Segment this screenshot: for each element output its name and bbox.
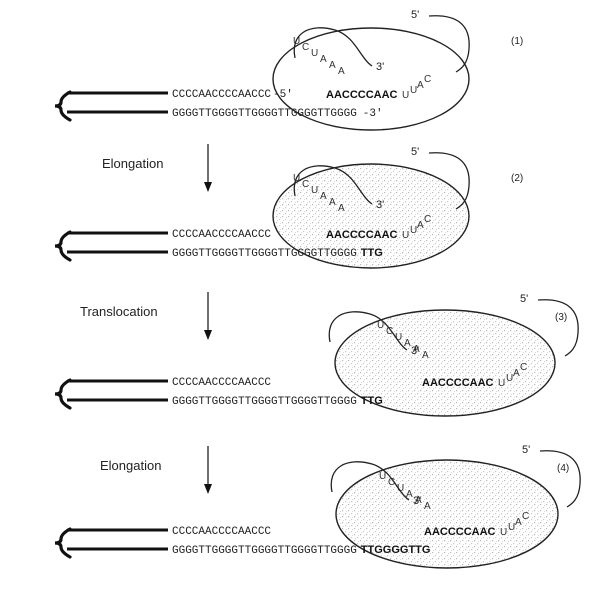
dna-top-sequence: CCCCAACCCCAACCC	[172, 526, 271, 538]
rna-nucleotide: C	[302, 179, 309, 190]
rna-five-prime-tail	[428, 15, 470, 73]
rna-three-prime-label: 3'	[411, 345, 419, 357]
rna-nucleotide: A	[422, 350, 429, 361]
rna-nucleotide: U	[508, 522, 515, 533]
rna-nucleotide: U	[410, 225, 417, 236]
rna-template-sequence: AACCCCAAC	[326, 89, 398, 101]
rna-nucleotide: A	[424, 501, 431, 512]
rna-nucleotide: A	[415, 495, 422, 506]
rna-three-prime-label: 3'	[376, 199, 384, 211]
dna-top-sequence: CCCCAACCCCAACCC	[172, 377, 271, 389]
rna-nucleotide: U	[410, 85, 417, 96]
rna-nucleotide: A	[413, 344, 420, 355]
rna-nucleotide: C	[302, 42, 309, 53]
rna-nucleotide: U	[311, 185, 318, 196]
step-arrow-head	[204, 484, 212, 494]
dna-bottom-end-label: -3'	[363, 108, 383, 120]
panel-number-label: (2)	[511, 173, 523, 184]
rna-nucleotide: A	[320, 54, 327, 65]
dna-added-nucleotides: TTGGGGTTG	[361, 544, 431, 556]
panel-number-label: (3)	[555, 312, 567, 323]
rna-nucleotide: C	[388, 477, 395, 488]
rna-loop	[328, 311, 408, 351]
rna-nucleotide: C	[520, 362, 527, 373]
rna-three-prime-label: 3'	[376, 61, 384, 73]
rna-five-prime-label: 5'	[522, 444, 530, 456]
dna-bottom-sequence: GGGGTTGGGGTTGGGGTTGGGGTTGGGG	[172, 545, 357, 557]
panel-number-label: (1)	[511, 36, 523, 47]
rna-nucleotide: A	[329, 197, 336, 208]
rna-five-prime-tail	[537, 299, 579, 357]
rna-nucleotide: A	[513, 368, 520, 379]
rna-template-sequence: AACCCCAAC	[424, 526, 496, 538]
step-label: Elongation	[102, 156, 163, 171]
chromosome-end-bracket	[54, 90, 72, 122]
rna-nucleotide: U	[293, 36, 300, 47]
rna-three-prime-label: 3'	[413, 495, 421, 507]
rna-loop	[293, 165, 373, 205]
rna-five-prime-label: 5'	[411, 146, 419, 158]
rna-nucleotide: A	[417, 80, 424, 91]
rna-loop	[293, 27, 373, 67]
chromosome-end-bracket	[54, 230, 72, 262]
rna-nucleotide: A	[338, 66, 345, 77]
dna-bottom-sequence: GGGGTTGGGGTTGGGGTTGGGGTTGGGG	[172, 108, 357, 120]
rna-nucleotide: U	[500, 527, 507, 538]
rna-nucleotide: U	[397, 483, 404, 494]
rna-nucleotide: A	[406, 489, 413, 500]
rna-nucleotide: A	[338, 203, 345, 214]
rna-nucleotide: U	[311, 48, 318, 59]
enzyme-ellipse	[334, 309, 556, 417]
dna-bottom-sequence: GGGGTTGGGGTTGGGGTTGGGGTTGGGG	[172, 396, 357, 408]
chromosome-end-bracket	[54, 527, 72, 559]
rna-nucleotide: U	[506, 373, 513, 384]
rna-five-prime-label: 5'	[411, 9, 419, 21]
rna-nucleotide: U	[377, 320, 384, 331]
chromosome-end-bracket	[54, 378, 72, 410]
rna-nucleotide: U	[402, 230, 409, 241]
dna-top-sequence: CCCCAACCCCAACCC	[172, 229, 271, 241]
step-label: Elongation	[100, 458, 161, 473]
rna-nucleotide: C	[386, 326, 393, 337]
rna-nucleotide: A	[329, 60, 336, 71]
step-arrow-head	[204, 330, 212, 340]
rna-nucleotide: U	[395, 332, 402, 343]
rna-nucleotide: A	[320, 191, 327, 202]
rna-nucleotide: A	[404, 338, 411, 349]
enzyme-ellipse	[272, 163, 470, 269]
step-arrow-head	[204, 182, 212, 192]
panel-number-label: (4)	[557, 463, 569, 474]
rna-nucleotide: A	[417, 220, 424, 231]
rna-template-sequence: AACCCCAAC	[422, 377, 494, 389]
dna-top-sequence: CCCCAACCCCAACCC	[172, 89, 271, 101]
enzyme-ellipse	[272, 27, 470, 131]
dna-bottom-sequence: GGGGTTGGGGTTGGGGTTGGGGTTGGGG	[172, 248, 357, 260]
rna-five-prime-tail	[539, 450, 581, 508]
dna-top-end-label: -5'	[273, 89, 293, 101]
rna-template-sequence: AACCCCAAC	[326, 229, 398, 241]
dna-added-nucleotides: TTG	[361, 247, 383, 259]
rna-nucleotide: C	[424, 214, 431, 225]
rna-nucleotide: C	[424, 74, 431, 85]
dna-added-nucleotides: TTG	[361, 395, 383, 407]
enzyme-ellipse	[335, 459, 559, 569]
step-label: Translocation	[80, 304, 158, 319]
rna-nucleotide: U	[379, 471, 386, 482]
rna-nucleotide: C	[522, 511, 529, 522]
rna-five-prime-tail	[428, 152, 470, 210]
rna-nucleotide: U	[402, 90, 409, 101]
rna-nucleotide: A	[515, 517, 522, 528]
rna-nucleotide: U	[498, 378, 505, 389]
rna-loop	[330, 461, 410, 501]
rna-five-prime-label: 5'	[520, 293, 528, 305]
